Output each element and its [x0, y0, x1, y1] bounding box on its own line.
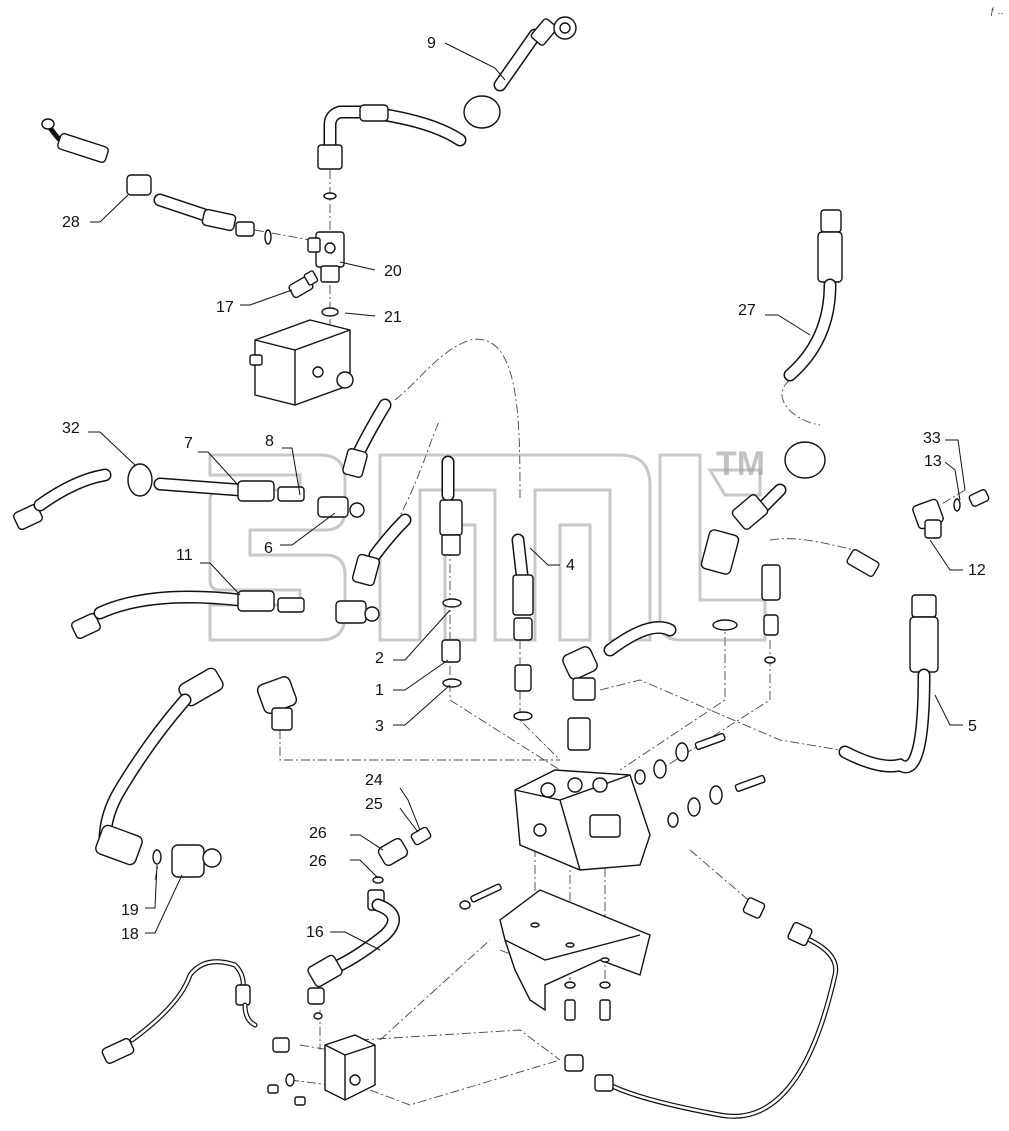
stack-4 — [511, 533, 534, 721]
callout-7: 6 — [264, 540, 273, 557]
callout-25: 26 — [309, 825, 327, 842]
hose-5 — [838, 594, 939, 774]
washer-2 — [442, 598, 462, 608]
tee-fitting-20 — [307, 192, 345, 283]
hose-27 — [731, 209, 843, 530]
callouts: 9 28 20 17 21 27 32 7 8 6 4 11 2 1 3 33 … — [62, 35, 986, 943]
fitting-17 — [288, 270, 319, 299]
thin-tube-right — [564, 897, 839, 1119]
washer-3 — [442, 678, 462, 688]
callout-9: 9 — [427, 35, 436, 52]
callout-16: 16 — [306, 924, 324, 941]
watermark-tm: TM — [716, 445, 765, 483]
leader-lines — [88, 42, 966, 951]
callout-26: 26 — [309, 853, 327, 870]
hose-upper-bend — [342, 398, 412, 587]
callout-23: 24 — [365, 772, 383, 789]
hose-9 — [317, 16, 577, 170]
stack-left — [439, 455, 463, 688]
bolts-washers — [634, 732, 766, 828]
hose-28 — [41, 118, 272, 245]
hose-11 — [71, 590, 380, 640]
hose-16 — [307, 826, 432, 1020]
callout-8: 8 — [265, 433, 274, 450]
control-valve — [514, 769, 651, 871]
callout-6: 7 — [184, 435, 193, 452]
callout-2: 2 — [375, 650, 384, 667]
callout-27: 27 — [738, 302, 756, 319]
callout-21: 21 — [384, 309, 402, 326]
hose-19-18 — [95, 667, 298, 878]
callout-18: 18 — [121, 926, 139, 943]
corner-mark: ƒ ‥ — [990, 6, 1004, 16]
callout-24: 25 — [365, 796, 383, 813]
callout-4: 4 — [566, 557, 575, 574]
callout-28: 28 — [62, 214, 80, 231]
callout-13: 13 — [924, 453, 942, 470]
washer-21 — [321, 307, 339, 317]
fitting-1 — [441, 639, 461, 663]
valve-block — [249, 319, 354, 406]
callout-32: 32 — [62, 420, 80, 437]
swivel-fittings — [562, 529, 781, 751]
clamp-32 — [127, 463, 153, 497]
connector-plug — [846, 548, 880, 578]
callout-11: 11 — [176, 547, 193, 564]
callout-3: 3 — [375, 718, 384, 735]
callout-20: 20 — [384, 263, 402, 280]
callout-19: 19 — [121, 902, 139, 919]
tube-lower-left — [101, 959, 376, 1106]
callout-12: 12 — [968, 562, 986, 579]
callout-5: 5 — [968, 718, 977, 735]
callout-33: 33 — [923, 430, 941, 447]
callout-17: 17 — [216, 299, 234, 316]
hose-6 — [13, 463, 365, 531]
clamp-ring — [463, 95, 501, 129]
callout-1: 1 — [375, 682, 384, 699]
mounting-bracket — [459, 883, 651, 1021]
elbow-12 — [912, 489, 990, 539]
